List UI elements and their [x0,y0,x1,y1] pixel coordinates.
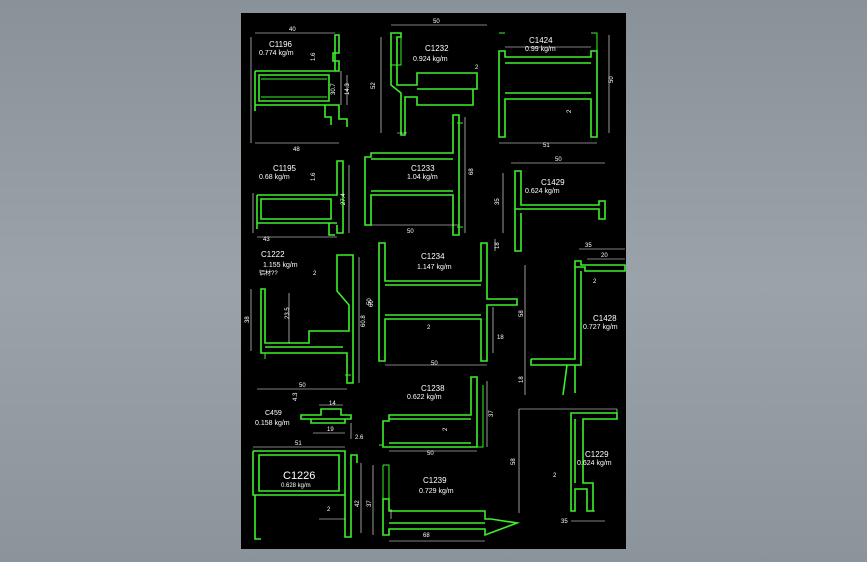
cad-drawing: C1196 0.774 kg/m 40 48 1.6 30.7 14.3 C12… [245,19,626,542]
profile-code: C1234 [421,252,445,261]
dim-label: 52 [371,82,377,89]
dim-label: 4.3 [293,392,299,401]
dim-label: 1.6 [311,172,317,181]
dim-label: 14 [329,401,336,407]
dim-label: 2 [553,473,557,479]
dim-label: 2 [443,427,449,431]
dim-label: 51 [295,441,302,447]
drawing-sheet: C1196 0.774 kg/m 40 48 1.6 30.7 14.3 C12… [241,13,626,549]
dim-label: 60.8 [361,315,367,327]
profile-weight: 0.729 kg/m [419,488,454,495]
profile-code: C1424 [529,36,553,45]
dim-label: 68 [423,533,430,539]
dim-label: 2 [475,65,479,71]
dim-label: 58 [519,310,525,317]
profile-weight: 0.628 kg/m [281,483,311,489]
profile-c1429: C1429 0.624 kg/m 50 35 18 [494,157,606,252]
dim-label: 50 [427,451,434,457]
profile-c1233: C1233 1.04 kg/m 68 50 [364,114,475,236]
dim-label: 23.5 [285,307,291,319]
dim-label: 20 [601,253,608,259]
dim-label: 68 [469,168,475,175]
dim-label: 37 [367,500,373,507]
dim-label: 18 [519,376,525,383]
dim-label: 2 [593,279,597,285]
profile-c1196: C1196 0.774 kg/m 40 48 1.6 30.7 14.3 [250,27,351,153]
profile-c1222: C1222 1.155 kg/m 铝材?? 2 23.5 38 50 4.3 6… [245,250,373,401]
profile-code: C1233 [411,164,435,173]
profile-weight: 0.624 kg/m [577,460,612,467]
dim-label: 35 [585,243,592,249]
profile-weight: 0.622 kg/m [407,394,442,401]
profile-code: C459 [265,410,282,417]
dim-label: 50 [407,229,414,235]
dim-label: 2 [427,325,431,331]
dim-label: 58 [511,458,517,465]
profile-code: C1195 [273,164,297,173]
dim-label: 35 [495,198,501,205]
profile-code: C1196 [269,40,293,49]
profile-code: C1239 [423,476,447,485]
dim-label: 50 [367,298,373,305]
profile-weight: 0.624 kg/m [525,188,560,195]
profile-c1232: C1232 0.924 kg/m 50 52 2 [371,19,487,136]
dim-label: 40 [289,27,296,33]
profile-note: 铝材?? [259,269,278,277]
dim-label: 2 [567,109,573,113]
dim-label: 51 [543,143,550,149]
profile-code: C1238 [421,384,445,393]
dim-label: 50 [433,19,440,25]
dim-label: 2.6 [355,435,364,441]
dim-label: 1.6 [311,52,317,61]
profile-weight: 1.155 kg/m [263,262,298,269]
dim-label: 43 [263,237,270,243]
profile-weight: 0.774 kg/m [259,50,294,57]
dim-label: 38 [245,316,251,323]
profile-c1226: C1226 0.628 kg/m 51 2 42 [252,441,362,540]
dim-label: 14.3 [345,83,351,95]
profile-code: C1232 [425,44,449,53]
profile-c1195: C1195 0.68 kg/m 1.6 27.4 43 [252,160,350,243]
dim-label: 50 [609,76,615,83]
profile-code: C1226 [283,470,315,482]
profile-code: C1222 [261,250,285,259]
profile-c1234: C1234 1.147 kg/m 60 2 18 50 [369,242,518,367]
profile-weight: 0.158 kg/m [255,420,290,427]
profile-c1238: C1238 0.622 kg/m 2 37 50 [379,376,495,457]
dim-label: 50 [431,361,438,367]
dim-label: 18 [497,335,504,341]
profile-c1239: C1239 0.729 kg/m 37 68 [367,464,521,542]
dim-label: 19 [327,427,334,433]
profile-weight: 0.727 kg/m [583,324,618,331]
profile-code: C1429 [541,178,565,187]
dim-label: 60 [369,300,375,307]
dim-label: 35 [561,519,568,525]
profile-code: C1229 [585,450,609,459]
profile-c1424: C1424 0.99 kg/m 50 51 2 [498,32,615,149]
dim-label: 2 [327,507,331,513]
dim-label: 50 [555,157,562,163]
dim-label: 18 [495,242,501,249]
dim-label: 42 [355,500,361,507]
dim-label: 30.7 [331,83,337,95]
dim-label: 50 [299,383,306,389]
profile-weight: 0.99 kg/m [525,46,556,53]
profile-c1428: C1428 0.727 kg/m 35 20 2 58 18 [519,243,626,396]
profile-weight: 0.68 kg/m [259,174,290,181]
profile-c459: C459 0.158 kg/m 14 19 2.6 [255,401,364,441]
profile-c1229: C1229 0.624 kg/m 58 2 35 [511,408,618,525]
profile-weight: 0.924 kg/m [413,56,448,63]
profile-weight: 1.04 kg/m [407,174,438,181]
dim-label: 37 [489,410,495,417]
profile-code: C1428 [593,314,617,323]
dim-label: 2 [313,271,317,277]
profile-weight: 1.147 kg/m [417,264,452,271]
dim-label: 48 [293,147,300,153]
dim-label: 27.4 [341,193,347,205]
